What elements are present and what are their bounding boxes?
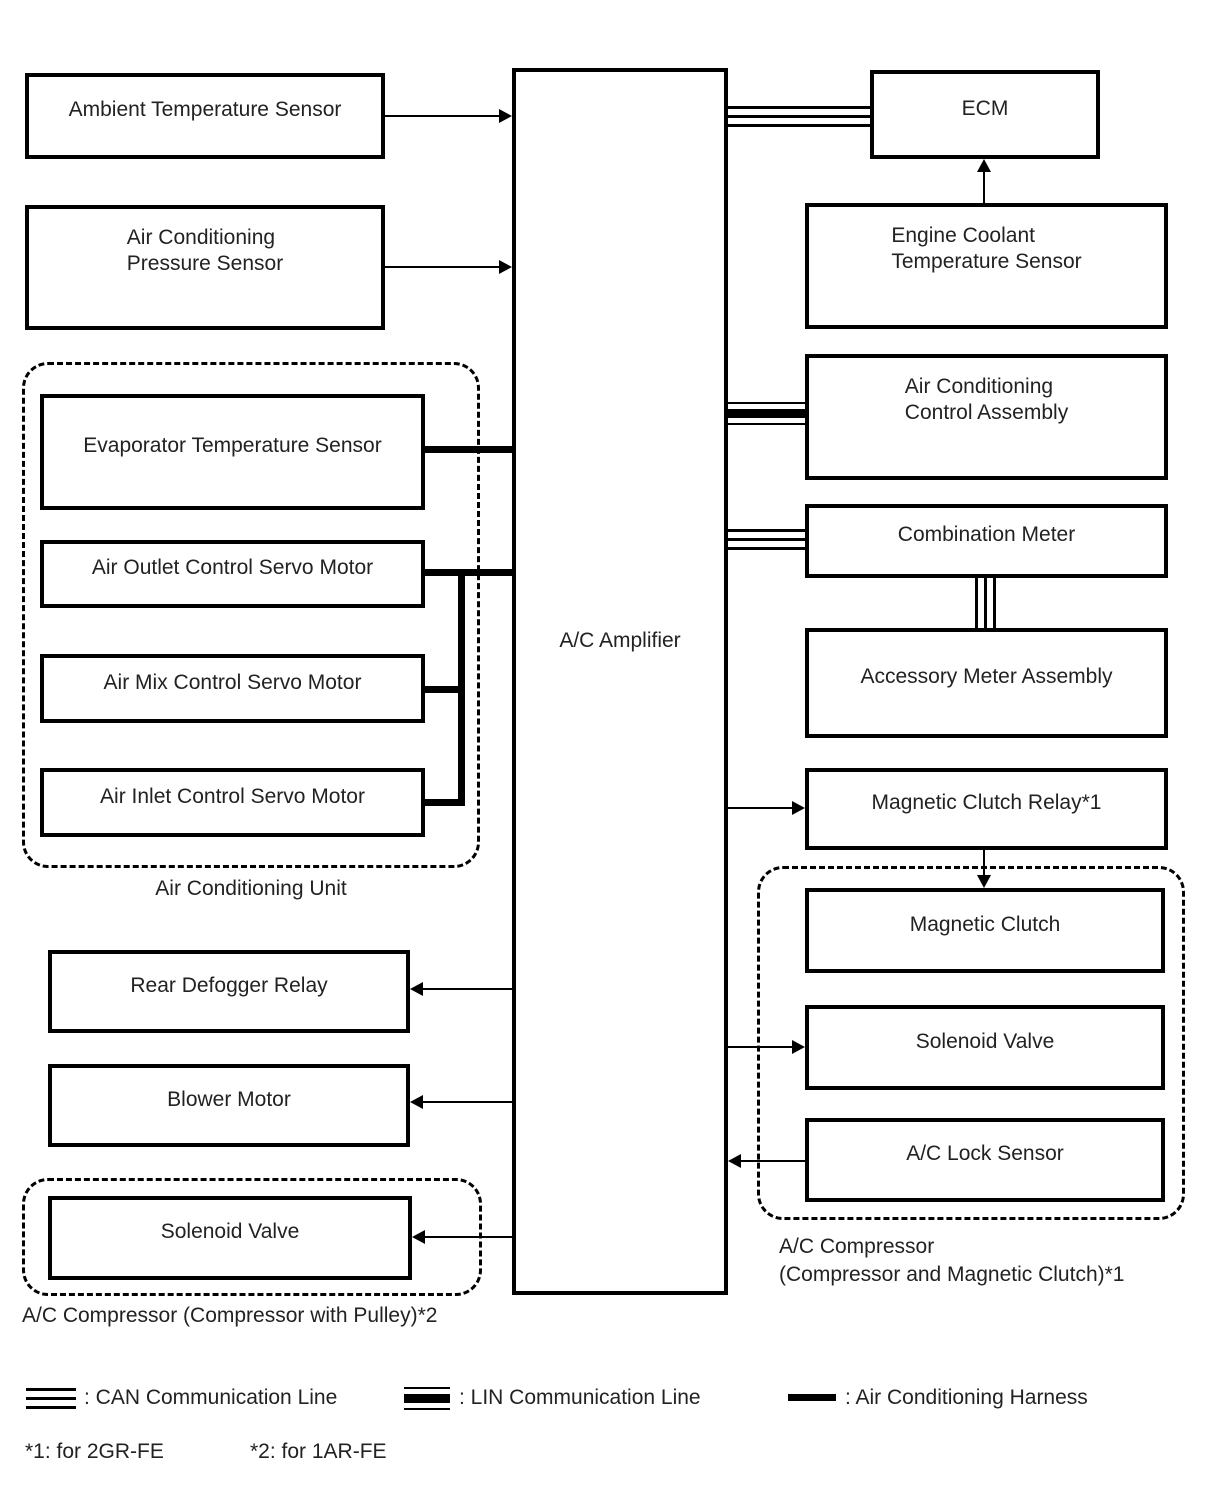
box-solenoid-valve-right: Solenoid Valve: [805, 1005, 1165, 1090]
box-rear-defogger-relay-label: Rear Defogger Relay: [130, 973, 328, 997]
arrowhead-coolant-to-ecm: [977, 159, 991, 172]
wire-lock-sensor-to-amplifier: [741, 1160, 805, 1162]
box-evaporator-temperature-sensor: Evaporator Temperature Sensor: [40, 394, 425, 510]
legend-can-label: : CAN Communication Line: [84, 1386, 338, 1409]
legend-lin-label: : LIN Communication Line: [459, 1386, 701, 1409]
legend-harness-swatch: [788, 1394, 836, 1401]
box-magnetic-clutch: Magnetic Clutch: [805, 888, 1165, 973]
can-line-combination-accessory-meter: [975, 578, 996, 628]
legend-harness-label: : Air Conditioning Harness: [845, 1386, 1088, 1409]
harness-air-mix-to-bus: [425, 686, 465, 693]
wire-amplifier-to-defogger: [423, 988, 512, 990]
arrowhead-amplifier-to-solenoid-right: [792, 1040, 805, 1054]
box-ambient-temperature-sensor-label: Ambient Temperature Sensor: [68, 98, 342, 121]
group-air-conditioning-unit: [22, 362, 480, 868]
group-air-conditioning-unit-label: Air Conditioning Unit: [155, 877, 347, 900]
box-air-mix-control-servo-motor: Air Mix Control Servo Motor: [40, 654, 425, 723]
group-compressor-magnetic-clutch: [757, 866, 1185, 1220]
wire-amplifier-to-solenoid-left: [425, 1236, 512, 1238]
box-air-outlet-control-servo-motor: Air Outlet Control Servo Motor: [40, 540, 425, 608]
box-ac-lock-sensor-label: A/C Lock Sensor: [906, 1142, 1064, 1165]
box-ecm: ECM: [870, 70, 1100, 159]
box-air-mix-control-servo-motor-label: Air Mix Control Servo Motor: [103, 670, 362, 694]
box-ecm-label: ECM: [961, 96, 1009, 120]
arrowhead-pressure-to-amplifier: [499, 260, 512, 274]
footnote-1ar-fe: *2: for 1AR-FE: [250, 1440, 387, 1463]
box-air-outlet-control-servo-motor-label: Air Outlet Control Servo Motor: [91, 556, 374, 579]
box-accessory-meter-assembly: Accessory Meter Assembly: [805, 628, 1168, 738]
can-line-amplifier-combination-meter: [728, 529, 805, 550]
arrowhead-clutch-relay-to-magnetic-clutch: [977, 875, 991, 888]
wire-amplifier-to-clutch-relay: [728, 807, 792, 809]
box-rear-defogger-relay: Rear Defogger Relay: [48, 950, 410, 1033]
box-magnetic-clutch-relay-label: Magnetic Clutch Relay*1: [871, 791, 1102, 814]
group-compressor-with-pulley-label: A/C Compressor (Compressor with Pulley)*…: [22, 1304, 438, 1327]
can-line-amplifier-ecm: [728, 106, 870, 127]
harness-air-inlet-to-bus: [425, 799, 465, 806]
legend-lin-swatch: [404, 1387, 450, 1410]
arrowhead-amplifier-to-blower: [410, 1095, 423, 1109]
box-blower-motor: Blower Motor: [48, 1064, 410, 1147]
box-magnetic-clutch-relay: Magnetic Clutch Relay*1: [805, 768, 1168, 850]
box-blower-motor-label: Blower Motor: [167, 1087, 291, 1111]
box-air-inlet-control-servo-motor: Air Inlet Control Servo Motor: [40, 768, 425, 837]
box-magnetic-clutch-label: Magnetic Clutch: [909, 912, 1061, 936]
box-ac-amplifier-label: A/C Amplifier: [559, 629, 681, 652]
wire-clutch-relay-to-magnetic-clutch: [983, 850, 985, 876]
box-solenoid-valve-left: Solenoid Valve: [48, 1196, 412, 1280]
box-ac-amplifier: A/C Amplifier: [512, 68, 728, 1295]
harness-evaporator-to-amplifier: [425, 446, 512, 453]
arrowhead-amplifier-to-defogger: [410, 982, 423, 996]
arrowhead-ambient-to-amplifier: [499, 109, 512, 123]
wire-coolant-to-ecm: [983, 171, 985, 203]
lin-line-amplifier-control-assembly: [728, 402, 805, 425]
wire-pressure-to-amplifier: [385, 266, 499, 268]
box-air-inlet-control-servo-motor-label: Air Inlet Control Servo Motor: [100, 784, 365, 808]
wire-amplifier-to-blower: [423, 1101, 512, 1103]
box-ambient-temperature-sensor: Ambient Temperature Sensor: [25, 73, 385, 159]
legend-can-swatch: [26, 1388, 76, 1409]
wire-amplifier-to-solenoid-right: [728, 1046, 792, 1048]
harness-servo-bus-horizontal: [425, 569, 512, 576]
footnote-2gr-fe: *1: for 2GR-FE: [25, 1440, 164, 1463]
box-ac-lock-sensor: A/C Lock Sensor: [805, 1118, 1165, 1202]
arrowhead-lock-sensor-to-amplifier: [728, 1154, 741, 1168]
box-evaporator-temperature-sensor-label: Evaporator Temperature Sensor: [83, 434, 382, 457]
arrowhead-amplifier-to-clutch-relay: [792, 801, 805, 815]
arrowhead-amplifier-to-solenoid-left: [412, 1230, 425, 1244]
wire-ambient-to-amplifier: [385, 115, 499, 117]
box-combination-meter: Combination Meter: [805, 504, 1168, 578]
group-compressor-magnetic-clutch-label: A/C Compressor(Compressor and Magnetic C…: [779, 1235, 1125, 1286]
box-accessory-meter-assembly-label: Accessory Meter Assembly: [860, 665, 1113, 688]
box-solenoid-valve-right-label: Solenoid Valve: [915, 1029, 1055, 1053]
box-solenoid-valve-left-label: Solenoid Valve: [160, 1220, 300, 1243]
box-combination-meter-label: Combination Meter: [897, 523, 1076, 546]
